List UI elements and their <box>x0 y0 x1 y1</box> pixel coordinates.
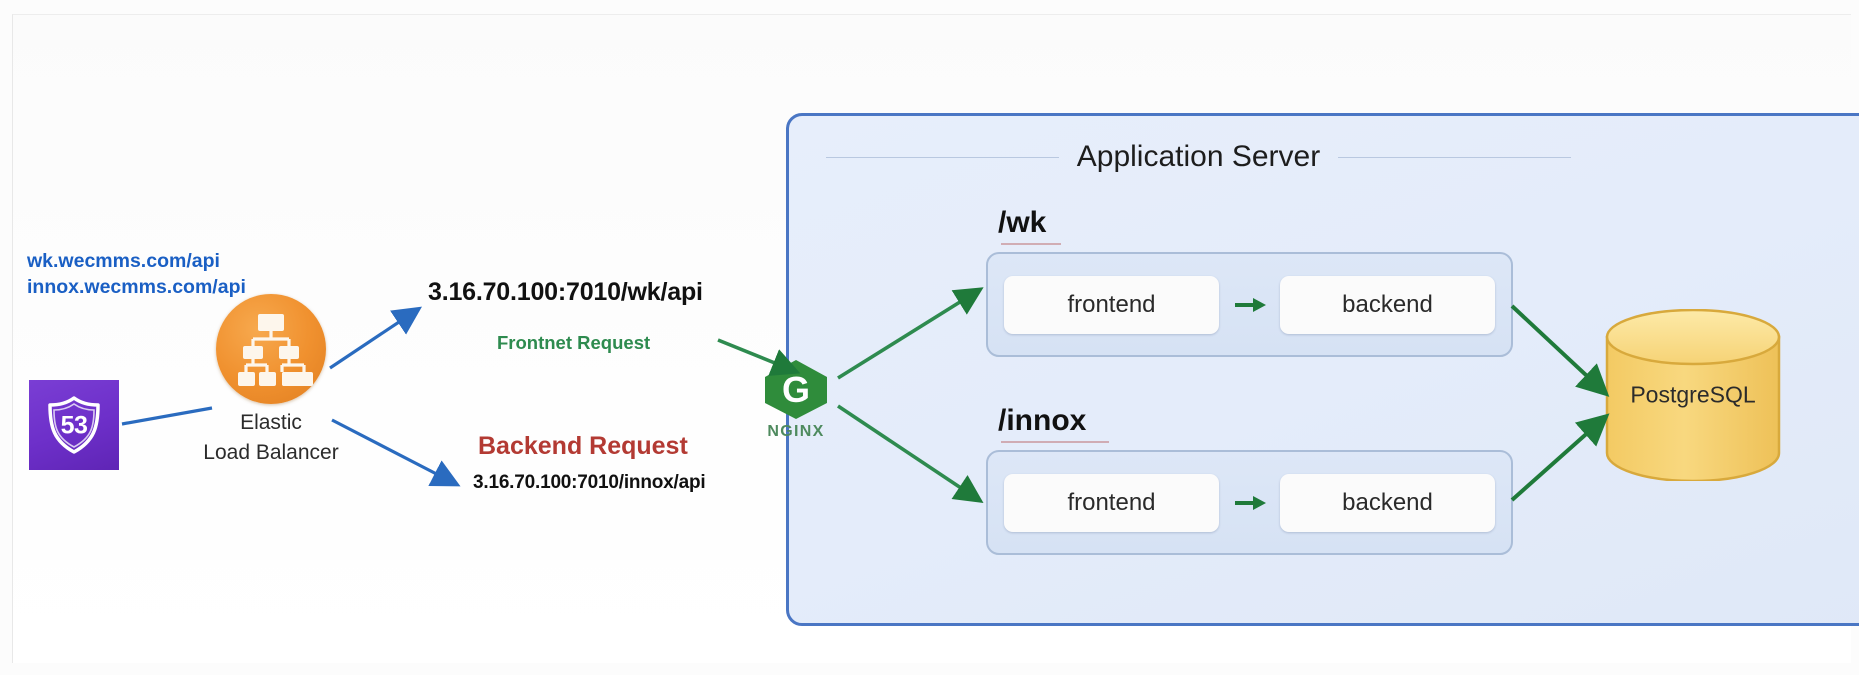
route-label-wk: /wk <box>998 206 1047 239</box>
route-underline-wk <box>1001 243 1061 245</box>
frontend-request-label: Frontnet Request <box>497 332 651 353</box>
title-rule-left <box>826 156 1059 158</box>
database-cylinder-icon: PostgreSQL <box>1601 308 1785 483</box>
service-arrow-innox <box>1233 493 1267 513</box>
title-rule-right <box>1338 156 1571 158</box>
service-box-wk-frontend[interactable]: frontend <box>1004 275 1219 334</box>
service-box-innox-frontend[interactable]: frontend <box>1004 473 1219 532</box>
shield-outline-icon <box>48 396 100 454</box>
route-underline-innox <box>1001 441 1109 443</box>
service-arrow-wk <box>1233 295 1267 315</box>
nginx-logo-icon: G <box>765 360 827 419</box>
service-box-innox-backend[interactable]: backend <box>1280 473 1495 532</box>
page-title: Application Server <box>1076 140 1321 173</box>
dns-domain-list: wk.wecmms.com/api innox.wecmms.com/api <box>27 248 246 300</box>
edge-elb-to-frontend-request <box>329 306 422 370</box>
backend-request-url: 3.16.70.100:7010/innox/api <box>473 472 706 493</box>
dns-domain-wk: wk.wecmms.com/api <box>27 250 220 272</box>
backend-request-label: Backend Request <box>478 432 688 460</box>
elb-tree-glyph-icon <box>238 314 313 386</box>
route53-number: 53 <box>60 411 88 440</box>
application-server-title-row: Application Server <box>826 140 1571 174</box>
route53-shield-icon: 53 <box>29 380 119 470</box>
service-group-wk: frontend backend <box>986 252 1513 357</box>
svg-text:G: G <box>782 369 810 410</box>
elb-label-line2: Load Balancer <box>203 441 339 464</box>
service-box-wk-backend[interactable]: backend <box>1280 275 1495 334</box>
dns-domain-innox: innox.wecmms.com/api <box>27 276 246 298</box>
nginx-label: NGINX <box>767 423 825 440</box>
frontend-request-url: 3.16.70.100:7010/wk/api <box>428 278 703 306</box>
elb-label-line1: Elastic <box>240 411 302 434</box>
database-label: PostgreSQL <box>1630 381 1756 408</box>
service-group-innox: frontend backend <box>986 450 1513 555</box>
elastic-load-balancer-label: Elastic Load Balancer <box>178 408 364 468</box>
route-label-innox: /innox <box>998 404 1087 437</box>
nginx-node: G NGINX <box>748 358 844 441</box>
elastic-load-balancer-icon <box>216 294 326 404</box>
